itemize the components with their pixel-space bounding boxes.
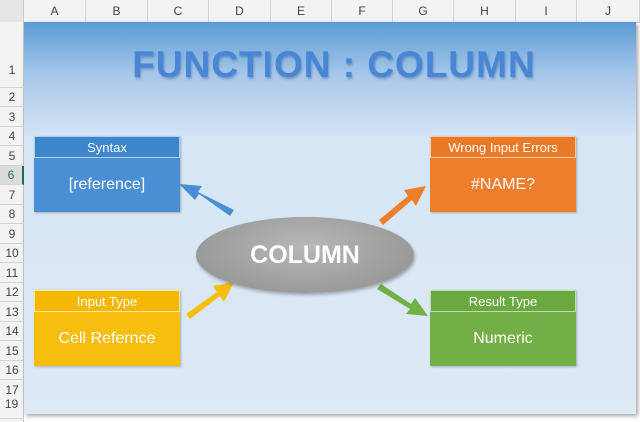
errors-box: Wrong Input Errors #NAME?	[430, 136, 576, 212]
syntax-header: Syntax	[34, 136, 180, 158]
center-function-ellipse: COLUMN	[196, 217, 414, 293]
row-header-5[interactable]: 5	[0, 146, 24, 166]
arrows-layer	[179, 184, 428, 319]
column-header-i[interactable]: I	[516, 0, 577, 22]
row-header-13[interactable]: 13	[0, 302, 24, 322]
row-header-16[interactable]: 16	[0, 361, 24, 380]
column-header-h[interactable]: H	[454, 0, 516, 22]
syntax-value: [reference]	[34, 158, 180, 212]
row-header-10[interactable]: 10	[0, 244, 24, 263]
column-header-j[interactable]: J	[577, 0, 640, 22]
row-header-3[interactable]: 3	[0, 107, 24, 127]
column-header-g[interactable]: G	[393, 0, 454, 22]
input-type-header: Input Type	[34, 290, 180, 312]
row-header-1[interactable]: 1	[0, 22, 24, 88]
row-header-7[interactable]: 7	[0, 185, 24, 205]
row-header-9[interactable]: 9	[0, 224, 24, 244]
arrow-to-result-icon	[377, 284, 428, 316]
row-header-4[interactable]: 4	[0, 127, 24, 146]
errors-header: Wrong Input Errors	[430, 136, 576, 158]
column-header-c[interactable]: C	[148, 0, 209, 22]
row-header-6[interactable]: 6	[0, 166, 24, 185]
column-header-e[interactable]: E	[271, 0, 332, 22]
row-header-bar: 1 2 3 4 5 6 7 8 9 10 11 12 13 14 15 16 1…	[0, 22, 24, 422]
result-type-value: Numeric	[430, 312, 576, 366]
row-header-12[interactable]: 12	[0, 283, 24, 302]
errors-value: #NAME?	[430, 158, 576, 212]
arrow-from-input-icon	[186, 282, 234, 319]
row-header-8[interactable]: 8	[0, 205, 24, 224]
row-header-14[interactable]: 14	[0, 322, 24, 341]
row-header-11[interactable]: 11	[0, 263, 24, 283]
row-header-19-label[interactable]: 19	[0, 394, 24, 414]
column-header-b[interactable]: B	[86, 0, 148, 22]
infographic-canvas: FUNCTION : COLUMN Syntax [reference] Wro…	[24, 22, 636, 414]
column-header-a[interactable]: A	[24, 0, 86, 22]
input-type-box: Input Type Cell Refernce	[34, 290, 180, 366]
result-type-box: Result Type Numeric	[430, 290, 576, 366]
row-header-2[interactable]: 2	[0, 88, 24, 107]
result-type-header: Result Type	[430, 290, 576, 312]
arrow-to-errors-icon	[379, 186, 426, 225]
syntax-box: Syntax [reference]	[34, 136, 180, 212]
select-all-corner[interactable]	[0, 0, 24, 22]
arrow-to-syntax-icon	[179, 184, 234, 216]
column-header-bar: A B C D E F G H I J	[0, 0, 640, 23]
column-header-f[interactable]: F	[332, 0, 393, 22]
row-header-15[interactable]: 15	[0, 341, 24, 361]
input-type-value: Cell Refernce	[34, 312, 180, 366]
column-header-d[interactable]: D	[209, 0, 271, 22]
page-title: FUNCTION : COLUMN	[132, 44, 536, 85]
